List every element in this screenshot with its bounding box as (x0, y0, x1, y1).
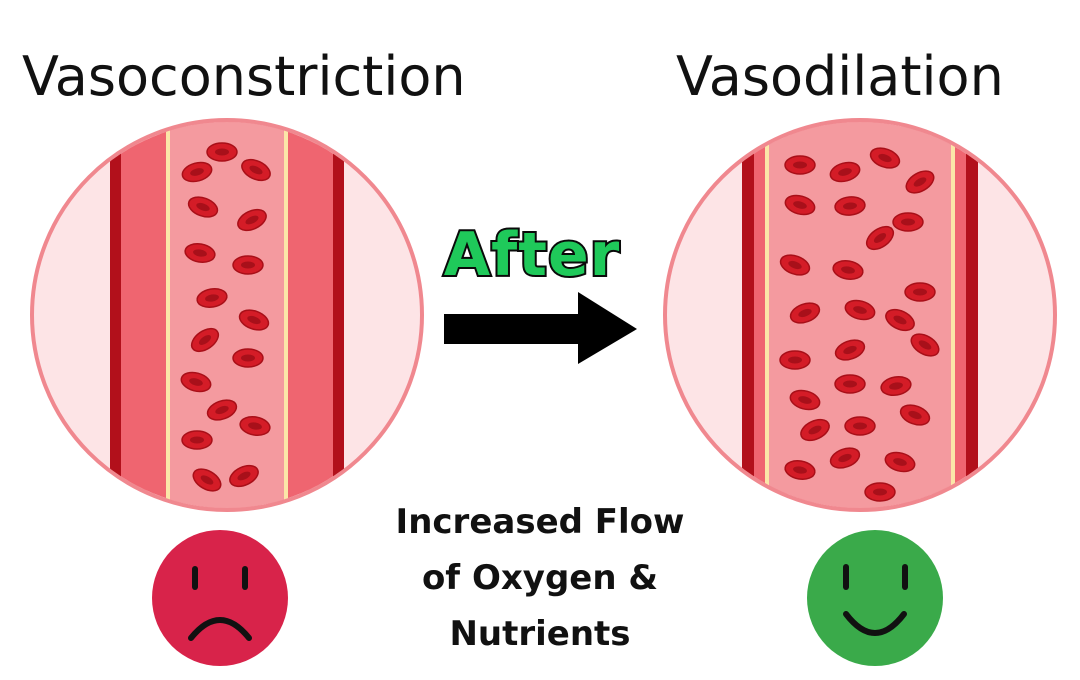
red-blood-cell-center (838, 168, 852, 176)
red-blood-cell-center (247, 315, 261, 325)
vessel-left-outer-edge-left (110, 122, 121, 508)
red-blood-cell-center (249, 165, 263, 175)
red-blood-cell-center (913, 177, 927, 187)
vasodilation-title: Vasodilation (676, 45, 1004, 108)
red-blood-cell-center (798, 308, 812, 318)
red-blood-cell-center (215, 405, 229, 415)
red-blood-cell-center (918, 340, 932, 350)
red-blood-cell-center (853, 306, 867, 314)
red-blood-cell-center (793, 161, 807, 169)
vasoconstriction-title: Vasoconstriction (22, 45, 466, 108)
red-blood-cell-center (237, 471, 251, 481)
red-blood-cells-left (180, 142, 271, 492)
red-blood-cell-center (190, 436, 204, 444)
red-blood-cells-right (779, 147, 940, 502)
red-blood-cell-center (808, 425, 822, 435)
red-blood-cell-center (913, 288, 927, 296)
red-blood-cell-center (908, 410, 922, 420)
vessel-right-outer-edge-left (742, 122, 754, 508)
red-blood-cell-center (841, 266, 855, 274)
caption-line-1: Increased Flow (395, 502, 685, 542)
red-blood-cell-center (873, 488, 887, 496)
red-blood-cell-center (853, 422, 867, 430)
red-blood-cell-center (889, 382, 903, 390)
red-blood-cell-center (873, 233, 887, 243)
red-blood-cell-center (241, 261, 255, 269)
red-blood-cell-center (215, 148, 229, 156)
right-arrow-icon (444, 292, 637, 364)
red-blood-cell-center (241, 354, 255, 362)
red-blood-cell-center (788, 260, 802, 270)
red-blood-cell-center (793, 201, 807, 209)
red-blood-cell-center (248, 422, 262, 430)
happy-face-icon (807, 530, 943, 666)
red-blood-cell-center (843, 202, 857, 210)
red-blood-cell-center (196, 202, 210, 212)
red-blood-cell-center (798, 396, 812, 404)
caption-line-3: Nutrients (449, 614, 631, 654)
red-blood-cell-center (838, 453, 852, 463)
red-blood-cell-center (793, 466, 807, 474)
red-blood-cell-center (245, 215, 259, 225)
red-blood-cell-center (189, 378, 203, 386)
red-blood-cell-center (843, 345, 857, 355)
benefit-caption: Increased Flow of Oxygen & Nutrients (340, 494, 740, 662)
sad-face-icon (152, 530, 288, 666)
vessel-right-lining-right (951, 122, 955, 508)
red-blood-cell-center (901, 218, 915, 226)
constricted-vessel (30, 118, 424, 512)
vessel-left-lining-left (166, 122, 170, 508)
red-blood-cell-center (200, 475, 214, 485)
red-blood-cell-center (878, 153, 892, 163)
red-blood-cell-center (893, 315, 907, 325)
dilated-vessel (663, 118, 1057, 512)
red-blood-cell-center (788, 356, 802, 364)
after-label: After (442, 218, 622, 292)
red-blood-cell-center (205, 294, 219, 302)
vessel-right-lining-left (765, 122, 769, 508)
vessel-left-outer-edge-right (333, 122, 344, 508)
vessel-left-lining-right (284, 122, 288, 508)
red-blood-cell-center (843, 380, 857, 388)
red-blood-cell-center (193, 249, 207, 257)
vessel-right-outer-edge-right (966, 122, 978, 508)
red-blood-cell-center (190, 168, 204, 176)
caption-line-2: of Oxygen & (421, 558, 659, 598)
red-blood-cell-center (893, 458, 907, 466)
red-blood-cell-center (198, 335, 212, 345)
